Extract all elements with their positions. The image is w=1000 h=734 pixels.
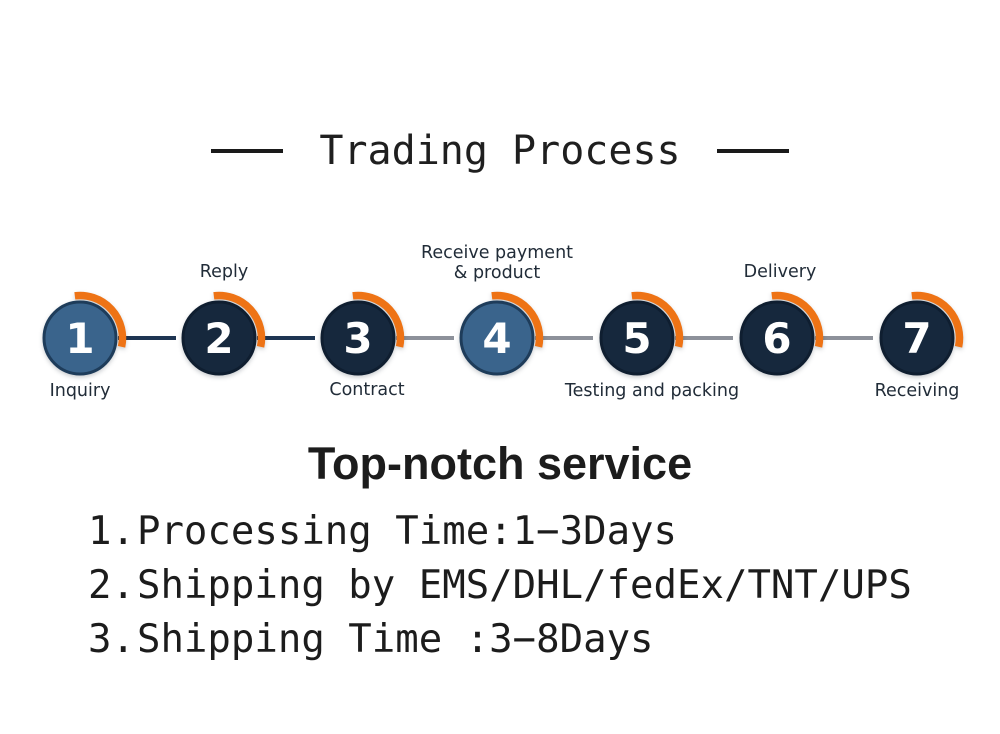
step-number: 6 xyxy=(762,314,791,363)
connector-line xyxy=(675,336,733,340)
step-number: 7 xyxy=(902,314,931,363)
step-label-receiving: Receiving xyxy=(874,381,960,401)
service-item-number: 3. xyxy=(88,617,135,662)
step-circle-icon: 5 xyxy=(599,291,684,376)
connector-line xyxy=(815,336,873,340)
service-item: 1.Processing Time:1−3Days xyxy=(88,505,912,559)
step-circle-icon: 7 xyxy=(879,291,964,376)
service-item: 3.Shipping Time :3−8Days xyxy=(88,613,912,667)
service-item-text: Processing Time:1−3Days xyxy=(136,509,678,554)
orange-arc-icon xyxy=(911,291,964,348)
step-circle-icon: 2 xyxy=(181,291,266,376)
process-step-2: 2 xyxy=(171,290,267,386)
orange-arc-icon xyxy=(631,291,684,348)
service-item: 2.Shipping by EMS/DHL/fedEx/TNT/UPS xyxy=(88,559,912,613)
step-label-reply: Reply xyxy=(199,262,249,282)
connector-line xyxy=(396,336,454,340)
orange-arc-icon xyxy=(352,291,405,348)
process-step-4: 4 xyxy=(449,290,545,386)
step-number: 4 xyxy=(482,314,511,363)
service-list: 1.Processing Time:1−3Days 2.Shipping by … xyxy=(88,505,912,667)
service-item-text: Shipping by EMS/DHL/fedEx/TNT/UPS xyxy=(136,563,912,608)
process-step-7: 7 xyxy=(869,290,965,386)
service-heading: Top-notch service xyxy=(307,438,693,489)
step-number: 5 xyxy=(622,314,651,363)
step-circle-icon: 1 xyxy=(42,291,127,376)
process-step-1: 1 xyxy=(32,290,128,386)
step-circle-icon: 4 xyxy=(459,291,544,376)
step-label-receive-payment: Receive payment & product xyxy=(420,243,574,283)
step-number: 1 xyxy=(65,314,94,363)
orange-arc-icon xyxy=(771,291,824,348)
process-step-5: 5 xyxy=(589,290,685,386)
step-label-testing-and-packing: Testing and packing xyxy=(564,381,740,401)
step-number: 2 xyxy=(204,314,233,363)
orange-arc-icon xyxy=(491,291,544,348)
step-label-delivery: Delivery xyxy=(743,262,817,282)
orange-arc-icon xyxy=(74,291,127,348)
service-item-number: 1. xyxy=(88,509,135,554)
connector-line xyxy=(118,336,176,340)
step-label-inquiry: Inquiry xyxy=(49,381,111,401)
step-number: 3 xyxy=(343,314,372,363)
page-title: Trading Process xyxy=(319,128,681,174)
title-row: Trading Process xyxy=(0,127,1000,175)
step-circle-icon: 3 xyxy=(320,291,405,376)
title-right-dash xyxy=(716,149,789,153)
service-item-text: Shipping Time :3−8Days xyxy=(136,617,654,662)
step-label-contract: Contract xyxy=(329,380,405,400)
connector-line xyxy=(257,336,315,340)
process-step-6: 6 xyxy=(729,290,825,386)
step-circle-icon: 6 xyxy=(739,291,824,376)
service-item-number: 2. xyxy=(88,563,135,608)
process-step-3: 3 xyxy=(310,290,406,386)
connector-line xyxy=(535,336,593,340)
title-left-dash xyxy=(211,149,284,153)
orange-arc-icon xyxy=(213,291,266,348)
